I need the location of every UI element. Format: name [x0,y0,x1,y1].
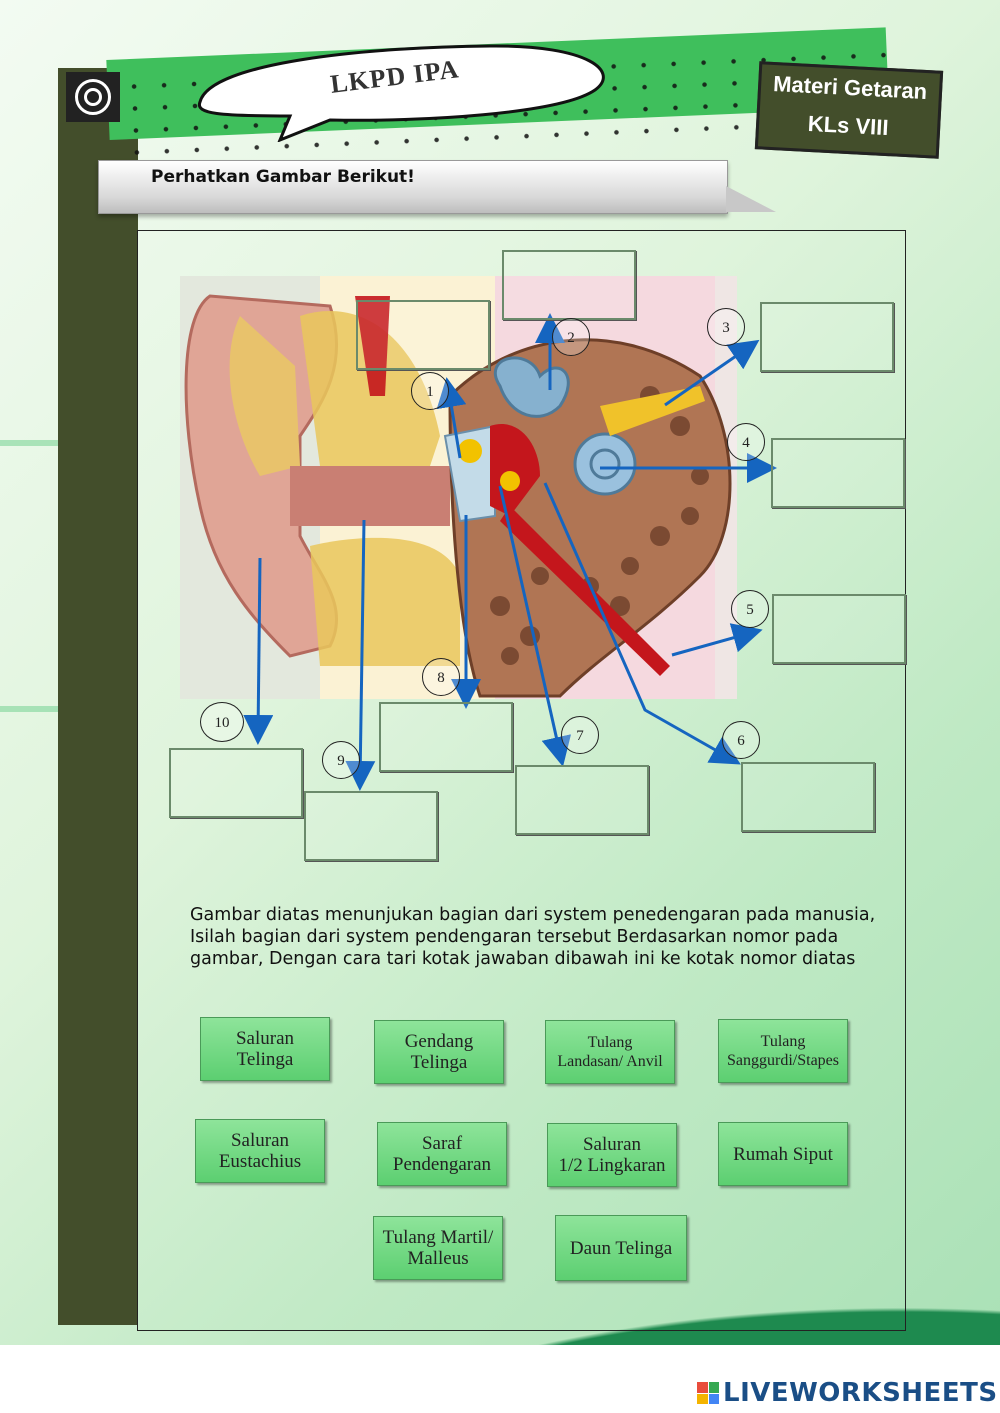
number-label-10: 10 [200,702,244,742]
number-label-7: 7 [561,716,599,754]
number-label-6: 6 [722,721,760,759]
tile-label: Saraf [421,1133,463,1154]
instruction-title: Perhatkan Gambar Berikut! [151,167,415,187]
instruction-line-1: Gambar diatas menunjukan bagian dari sys… [190,905,876,925]
tile-label: Telinga [410,1052,468,1073]
tile-label: Landasan/ Anvil [557,1053,663,1070]
drop-box-4[interactable] [771,438,905,508]
logo-text: LIVEWORKSHEETS [723,1378,998,1408]
number-label-2: 2 [552,318,590,356]
instruction-line-2: Isilah bagian dari system pendengaran te… [190,927,839,947]
answer-tile-tulang-martil[interactable]: Tulang Martil/Malleus [373,1216,503,1280]
answer-tile-daun-telinga[interactable]: Daun Telinga [555,1215,687,1281]
number-label-4: 4 [727,423,765,461]
worksheet-frame [137,230,906,1331]
drop-box-2[interactable] [502,250,636,320]
speech-bubble [197,44,605,142]
tile-label: Daun Telinga [569,1237,673,1259]
tile-label: Malleus [407,1248,469,1269]
drop-box-8[interactable] [379,702,513,772]
instruction-text: Gambar diatas menunjukan bagian dari sys… [190,904,900,970]
drop-box-7[interactable] [515,765,649,835]
footer-bar [0,1345,1000,1413]
materi-label: Materi Getaran KLs VIII [754,61,944,159]
instruction-header: Perhatkan Gambar Berikut! [98,160,728,214]
tile-label: Sanggurdi/Stapes [727,1052,839,1069]
tile-label: Gendang [404,1031,474,1052]
instruction-line-3: gambar, Dengan cara tari kotak jawaban d… [190,949,856,969]
background-wave-light [0,1073,1000,1353]
tile-label: 1/2 Lingkaran [558,1155,666,1176]
tile-label: Eustachius [218,1151,302,1172]
answer-tile-rumah-siput[interactable]: Rumah Siput [718,1122,848,1186]
liveworksheets-logo: LIVEWORKSHEETS [697,1378,998,1408]
target-icon [66,72,120,122]
tile-label: Rumah Siput [733,1143,833,1165]
number-label-1: 1 [411,372,449,410]
drop-box-5[interactable] [772,594,906,664]
drop-box-10[interactable] [169,748,303,818]
header-tail [726,186,776,212]
number-label-8: 8 [422,658,460,696]
number-label-9: 9 [322,741,360,779]
tile-label: Tulang [760,1033,806,1050]
background-hexagon [0,440,66,712]
left-sidebar-bar [58,68,138,1325]
drop-box-3[interactable] [760,302,894,372]
tile-label: Saluran [582,1134,642,1155]
tile-label: Saluran [230,1130,290,1151]
tile-label: Tulang Martil/ [382,1227,494,1248]
tile-label: Tulang [587,1034,633,1051]
drop-box-6[interactable] [741,762,875,832]
tile-label: Pendengaran [392,1154,492,1175]
drop-box-9[interactable] [304,791,438,861]
tile-label: Saluran [235,1028,295,1049]
number-label-5: 5 [731,590,769,628]
tile-label: Telinga [236,1049,294,1070]
logo-grid-icon [697,1382,719,1404]
drop-box-1[interactable] [356,300,490,370]
number-label-3: 3 [707,308,745,346]
